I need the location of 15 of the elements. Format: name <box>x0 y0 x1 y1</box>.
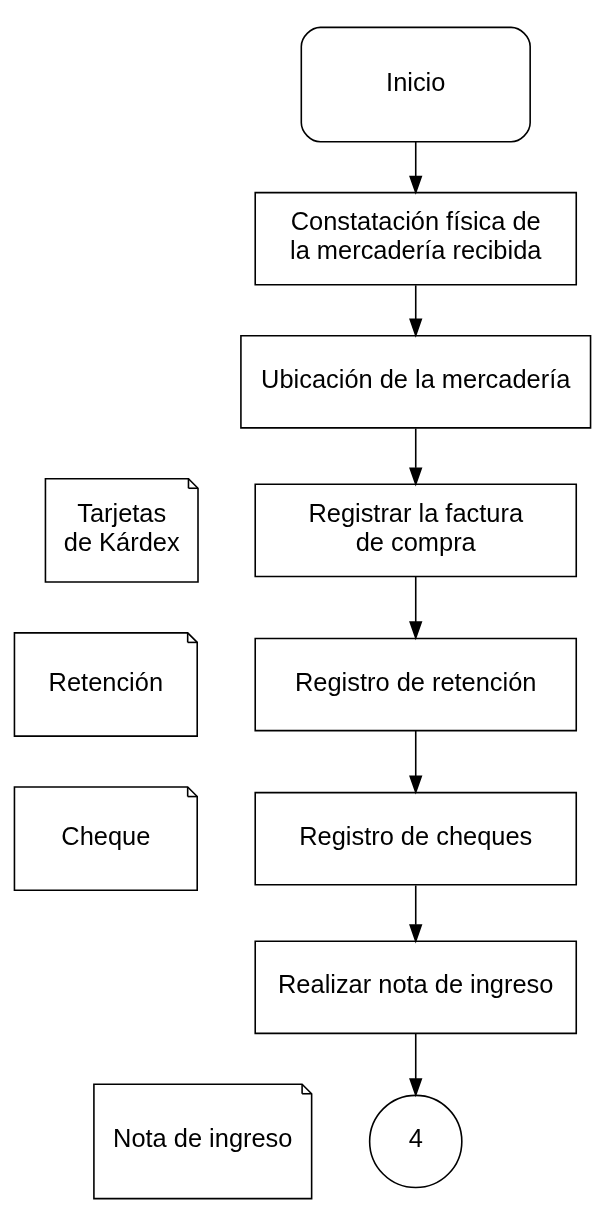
arrow <box>409 1032 423 1097</box>
node-circle: 4 <box>368 1094 463 1188</box>
arrow <box>409 427 423 486</box>
node-box: Ubicación de la mercadería <box>240 334 592 429</box>
node-box: Registro de retención <box>254 637 578 731</box>
node-box: Registro de cheques <box>254 791 578 886</box>
arrow <box>409 284 423 338</box>
node-box: Registrar la factura de compra <box>254 482 578 577</box>
node-box: Realizar nota de ingreso <box>254 939 578 1034</box>
arrow <box>409 140 423 195</box>
arrow <box>409 729 423 794</box>
node-box: Constatación física de la mercadería recibida <box>254 191 578 286</box>
arrow <box>409 575 423 640</box>
arrow <box>409 884 423 943</box>
node-box: Inicio <box>300 26 531 143</box>
